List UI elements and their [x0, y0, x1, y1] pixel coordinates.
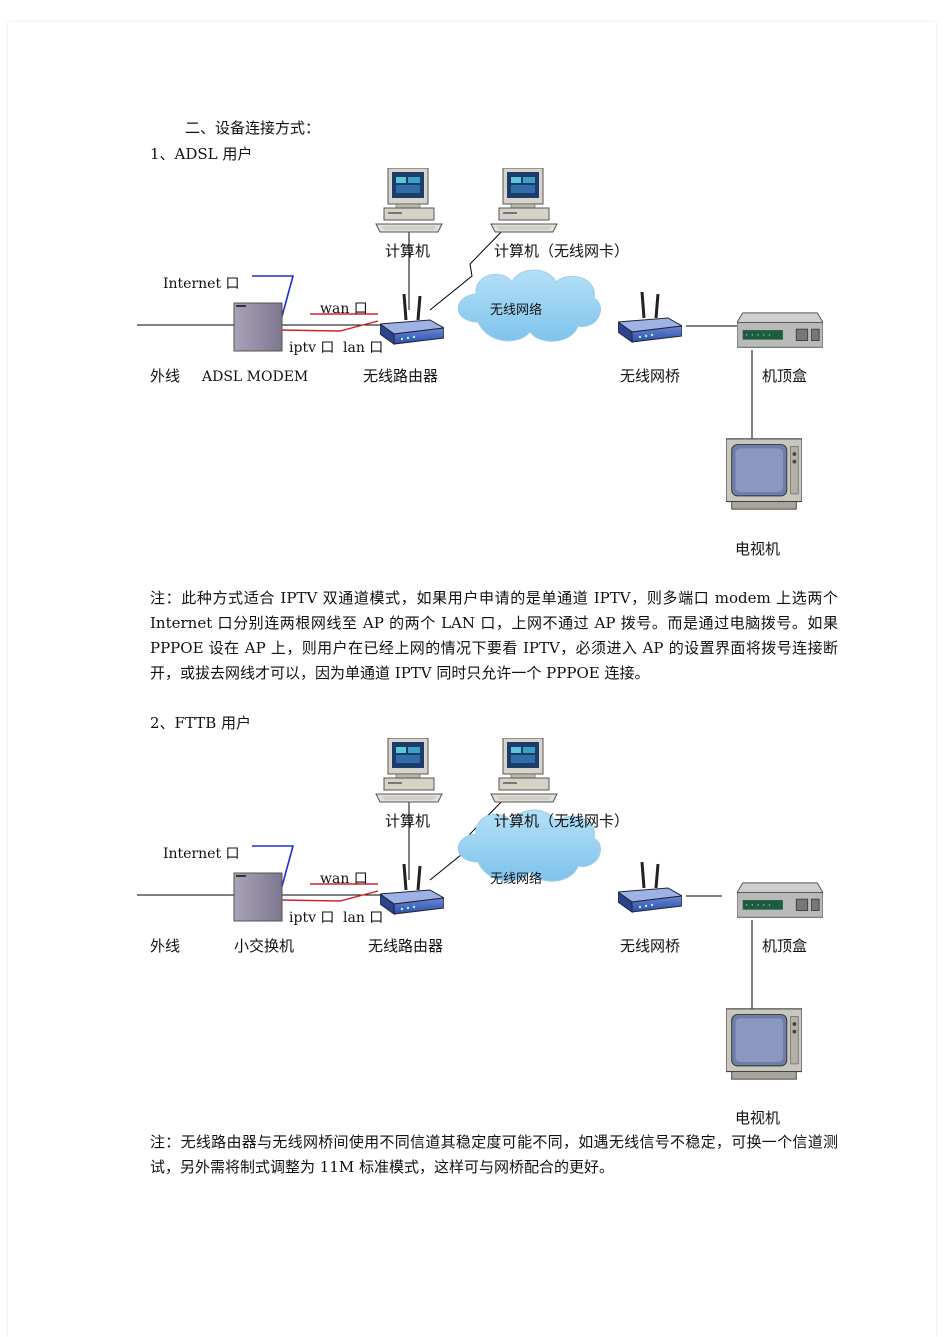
label-wireless-network: 无线网络	[490, 303, 543, 318]
tv-icon	[726, 1008, 802, 1080]
label-external-line: 外线	[150, 937, 181, 955]
wireless-bridge-icon	[618, 862, 682, 914]
label-computer: 计算机	[385, 812, 431, 830]
label-tv: 电视机	[735, 540, 781, 558]
label-internet-port: Internet 口	[163, 276, 240, 292]
label-router: 无线路由器	[363, 367, 439, 385]
label-wan-port: wan 口	[320, 871, 368, 887]
cloud-icon	[457, 269, 601, 342]
note-fttb: 注：无线路由器与无线网桥间使用不同信道其稳定度可能不同，如遇无线信号不稳定，可换…	[150, 1133, 838, 1176]
label-computer-wireless: 计算机（无线网卡）	[494, 242, 630, 260]
set-top-box-icon	[737, 312, 823, 348]
label-tv: 电视机	[735, 1109, 781, 1127]
section-title: 二、设备连接方式：	[185, 119, 321, 137]
computer-icon	[375, 168, 443, 233]
computer-icon	[490, 168, 558, 233]
wireless-router-icon	[380, 294, 444, 346]
label-bridge: 无线网桥	[620, 937, 681, 955]
tv-icon	[726, 438, 802, 510]
note-adsl: 注：此种方式适合 IPTV 双通道模式，如果用户申请的是单通道 IPTV，则多端…	[150, 589, 838, 682]
computer-icon	[375, 738, 443, 803]
modem-icon	[233, 302, 283, 352]
label-set-top-box: 机顶盒	[762, 367, 808, 385]
label-bridge: 无线网桥	[620, 367, 681, 385]
label-wan-port: wan 口	[320, 301, 368, 317]
diagram-adsl-graphics	[137, 168, 823, 510]
diagram2-heading: 2、FTTB 用户	[150, 714, 252, 732]
label-router: 无线路由器	[368, 937, 444, 955]
switch-icon	[233, 872, 283, 922]
computer-icon	[490, 738, 558, 803]
label-iptv-port: iptv 口	[289, 910, 335, 926]
label-lan-port: lan 口	[343, 910, 384, 926]
page	[8, 22, 936, 1337]
set-top-box-icon	[737, 882, 823, 918]
label-wireless-network: 无线网络	[490, 872, 543, 887]
label-set-top-box: 机顶盒	[762, 937, 808, 955]
label-modem: ADSL MODEM	[202, 369, 309, 385]
label-computer: 计算机	[385, 242, 431, 260]
cloud-icon	[457, 809, 601, 882]
wireless-bridge-icon	[618, 292, 682, 344]
label-iptv-port: iptv 口	[289, 340, 335, 356]
label-internet-port: Internet 口	[163, 846, 240, 862]
label-external-line: 外线	[150, 367, 181, 385]
diagram-fttb-graphics	[137, 738, 823, 1080]
label-switch: 小交换机	[234, 937, 295, 955]
diagram1-heading: 1、ADSL 用户	[150, 145, 253, 163]
network-diagram-adsl: 计算机 计算机（无线网卡） Internet 口 wan 口 无线网络 iptv…	[0, 0, 945, 570]
network-diagram-fttb: 计算机 计算机（无线网卡） Internet 口 wan 口 无线网络 iptv…	[0, 570, 945, 1140]
wireless-router-icon	[380, 864, 444, 916]
label-computer-wireless: 计算机（无线网卡）	[494, 812, 630, 830]
label-lan-port: lan 口	[343, 340, 384, 356]
